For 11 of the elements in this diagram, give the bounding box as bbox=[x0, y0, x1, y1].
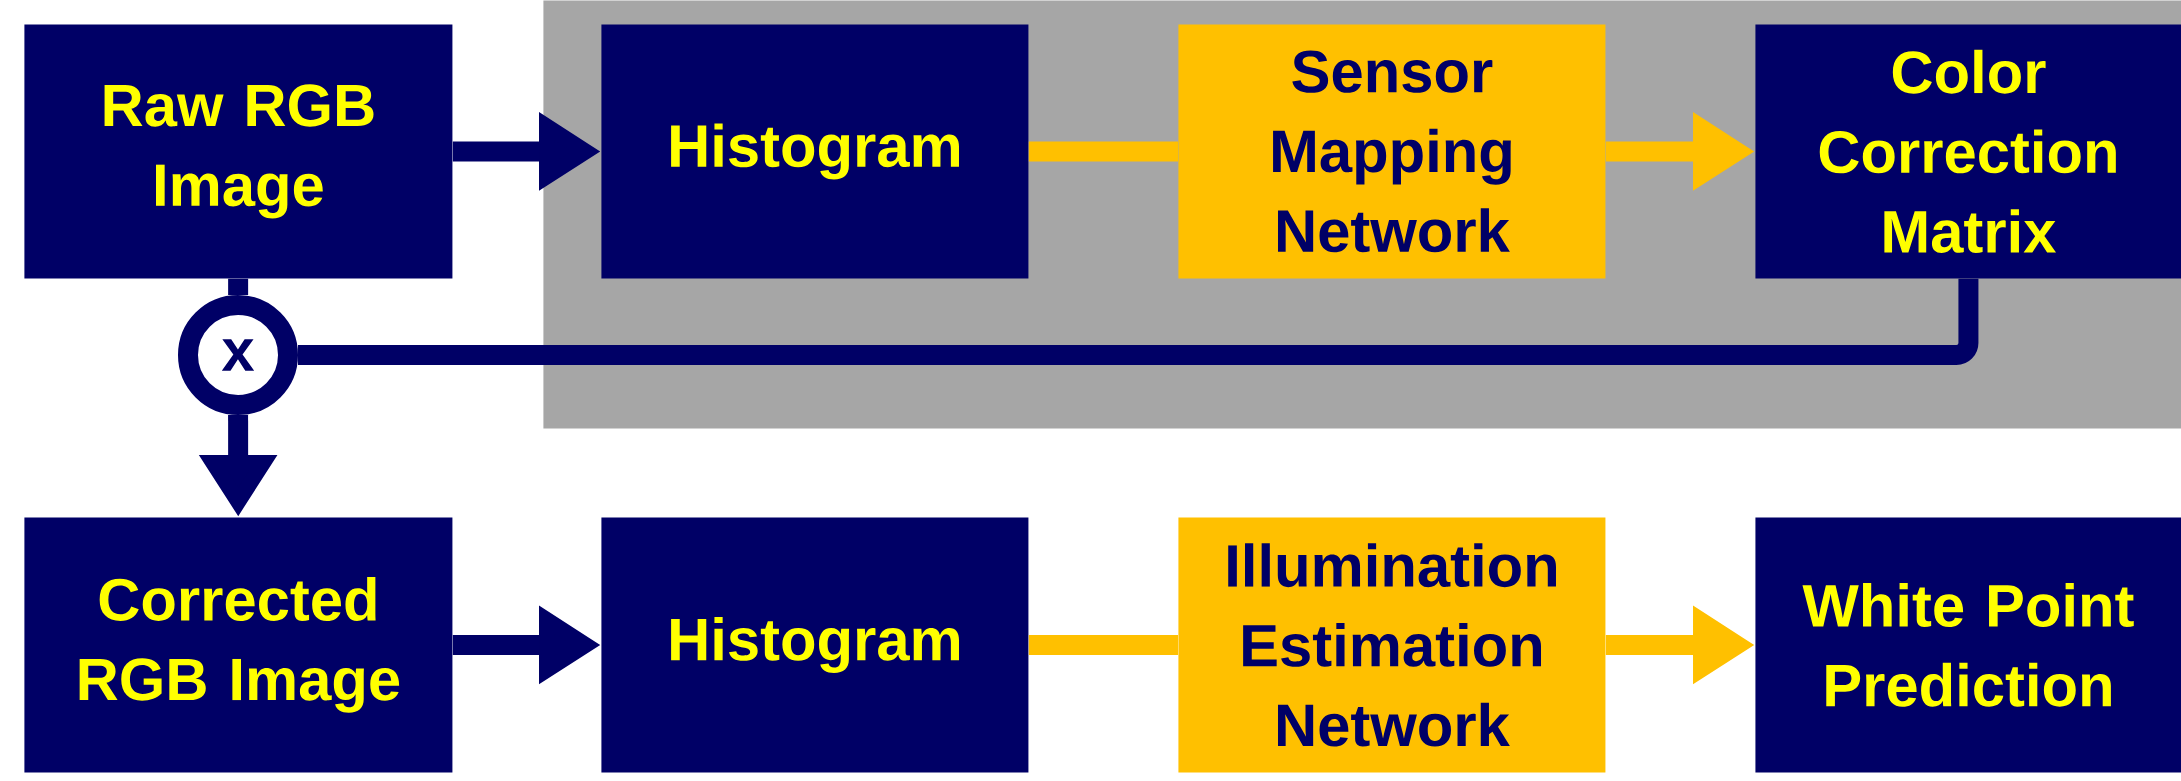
network-box: Sensor Mapping Network bbox=[1178, 24, 1606, 279]
connector-line bbox=[1028, 634, 1178, 655]
process-box: Color Correction Matrix bbox=[1755, 24, 2181, 279]
process-box: Histogram bbox=[601, 517, 1029, 773]
process-box: Histogram bbox=[601, 24, 1029, 279]
network-box: Illumination Estimation Network bbox=[1178, 517, 1606, 773]
process-box: Corrected RGB Image bbox=[24, 517, 453, 773]
process-box: White Point Prediction bbox=[1755, 517, 2181, 773]
connector-line bbox=[228, 278, 249, 295]
process-box: Raw RGB Image bbox=[24, 24, 453, 279]
connector-line bbox=[1028, 141, 1178, 162]
